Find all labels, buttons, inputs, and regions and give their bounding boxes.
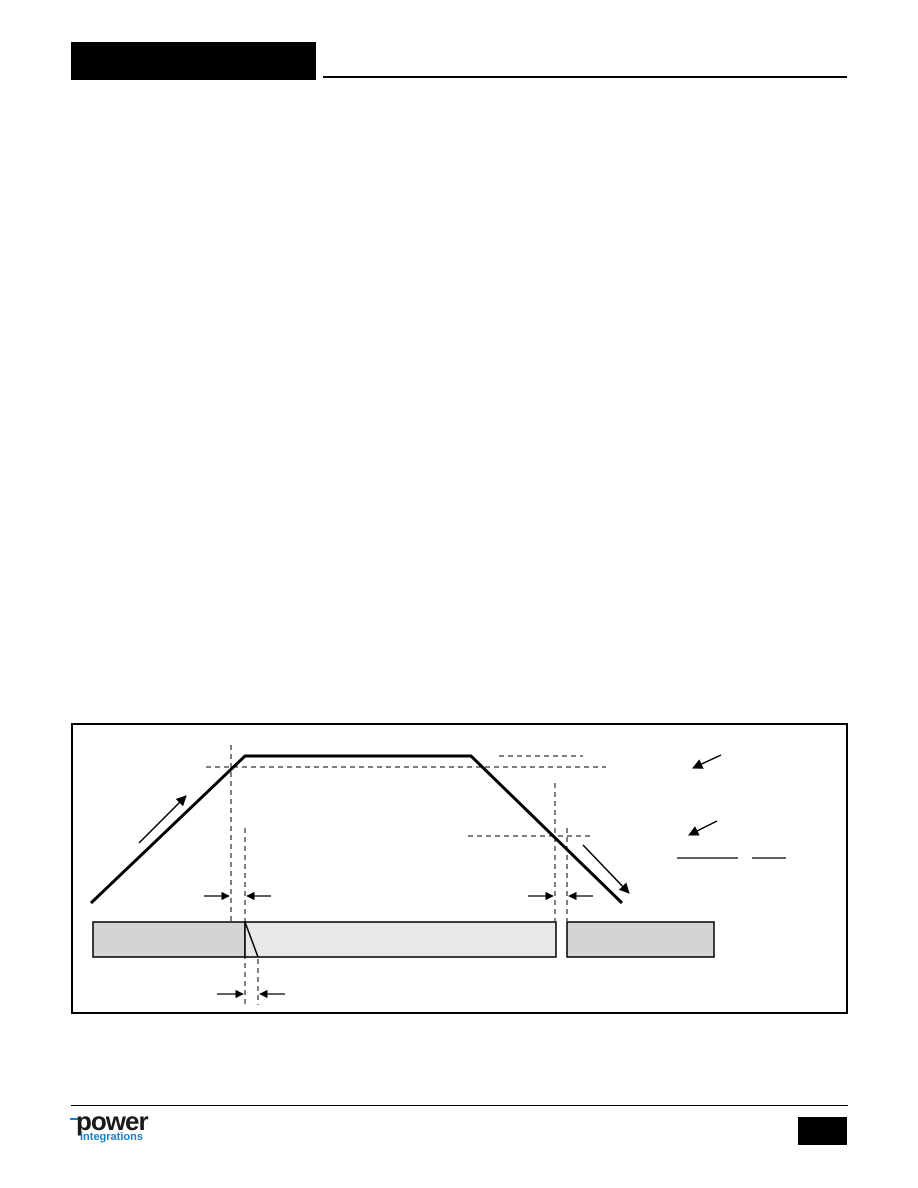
dashed-guides: [206, 745, 606, 1005]
header-rule: [323, 76, 847, 78]
rising-arrow: [138, 795, 187, 844]
logo-word-integrations: integrations: [80, 1131, 143, 1143]
ramp-waveform: [89, 754, 624, 905]
diagram-frame: [71, 723, 848, 1014]
logo-word-power: power: [76, 1106, 149, 1136]
interval-markers: [204, 891, 593, 999]
state-bar-3: [566, 921, 715, 958]
logo-mark: [70, 1118, 80, 1120]
annotation-arrow-1: [692, 754, 722, 769]
header-black-block: [71, 42, 316, 80]
state-bar-1: [92, 921, 246, 958]
transition-edge: [244, 921, 259, 958]
page-number-badge: [798, 1117, 847, 1145]
annotation-arrow-2: [688, 820, 718, 836]
footer-rule: [71, 1105, 848, 1106]
state-bar-2: [244, 921, 557, 958]
falling-arrow: [582, 844, 630, 894]
power-integrations-logo: power integrations: [70, 1106, 170, 1148]
timing-diagram: [71, 723, 848, 1014]
